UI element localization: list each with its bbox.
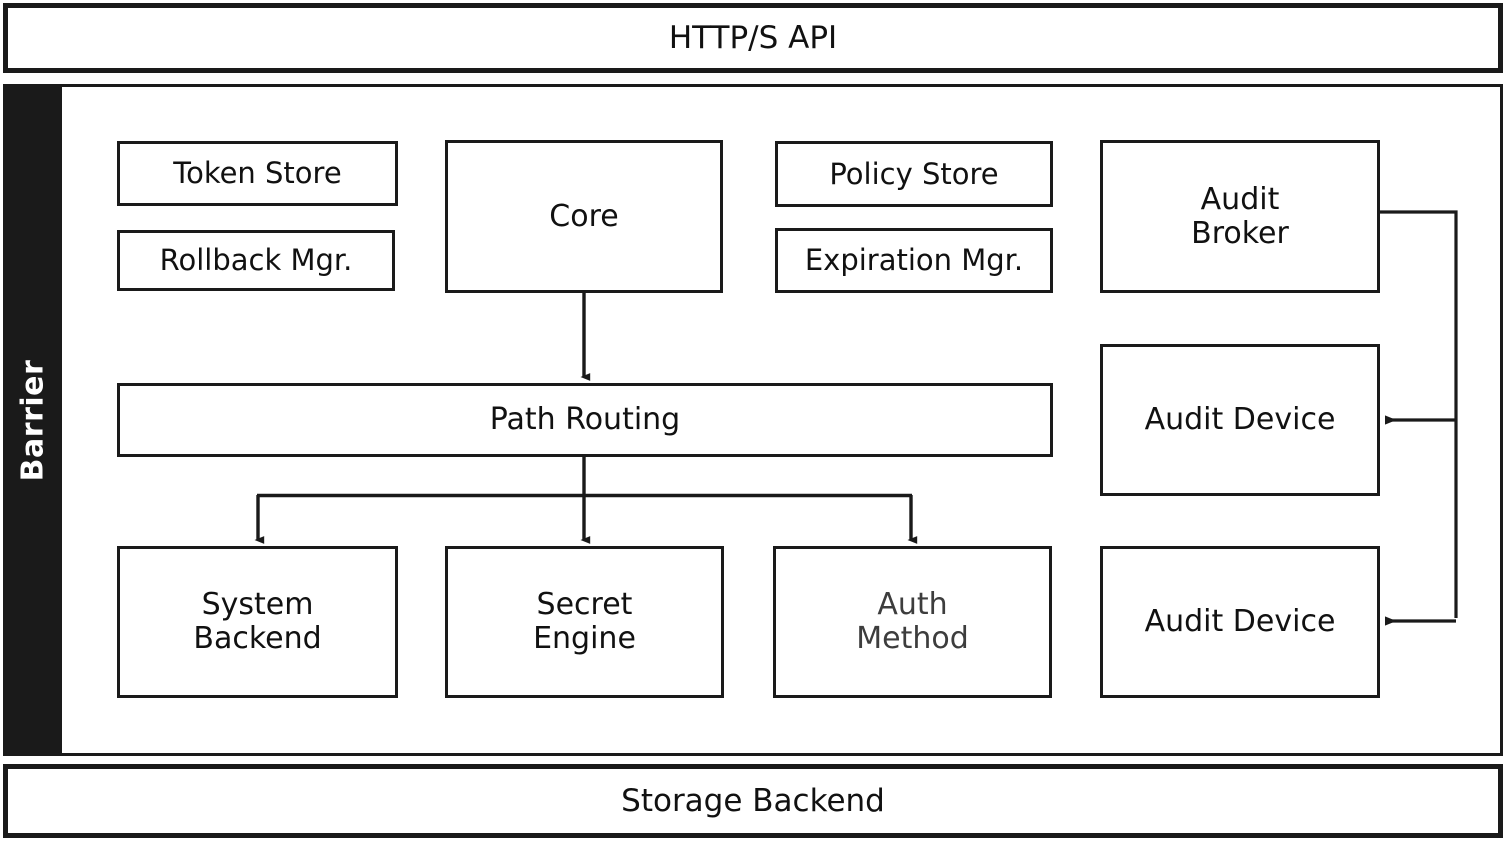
node-token-store: Token Store (117, 141, 398, 206)
node-core: Core (445, 140, 723, 293)
node-path-routing: Path Routing (117, 383, 1053, 457)
http-api-layer: HTTP/S API (3, 3, 1503, 73)
node-auth-method: Auth Method (773, 546, 1052, 698)
storage-backend-layer: Storage Backend (3, 764, 1503, 838)
barrier-label: Barrier (15, 359, 50, 481)
node-expiration-mgr: Expiration Mgr. (775, 228, 1053, 293)
node-system-backend: System Backend (117, 546, 398, 698)
node-audit-broker: Audit Broker (1100, 140, 1380, 293)
barrier-sidebar: Barrier (3, 84, 62, 756)
node-rollback-mgr: Rollback Mgr. (117, 230, 395, 291)
node-policy-store: Policy Store (775, 141, 1053, 207)
node-secret-engine: Secret Engine (445, 546, 724, 698)
node-audit-device-1: Audit Device (1100, 344, 1380, 496)
node-audit-device-2: Audit Device (1100, 546, 1380, 698)
